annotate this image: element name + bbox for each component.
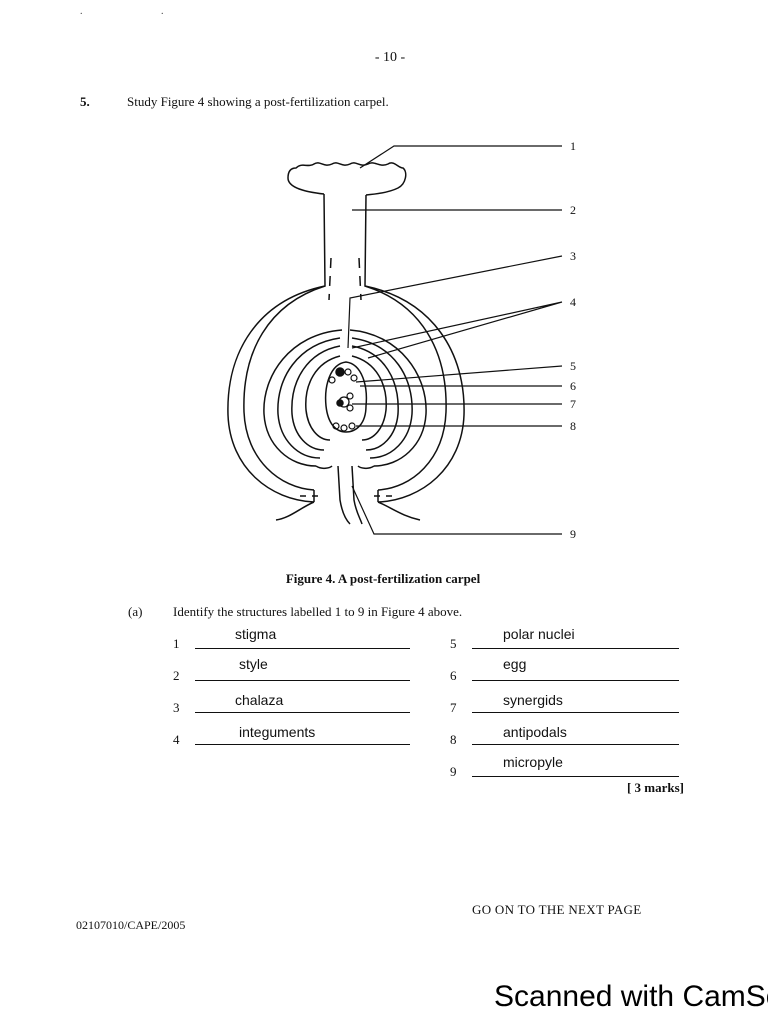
mid-integument xyxy=(277,337,413,459)
scan-specks: . . xyxy=(80,6,202,17)
figure-label-9: 9 xyxy=(570,527,576,541)
part-a-label: (a) xyxy=(128,604,143,619)
page-number: - 10 - xyxy=(374,50,406,65)
carpel-diagram: 1 2 3 4 5 6 7 8 9 xyxy=(227,139,576,541)
question-number: 5. xyxy=(80,94,90,109)
part-a-question: Identify the structures labelled 1 to 9 … xyxy=(173,604,463,619)
stigma-shape xyxy=(287,162,407,196)
micropyle-gap xyxy=(315,465,375,470)
figure-label-7: 7 xyxy=(570,397,576,411)
answer-line xyxy=(195,648,410,649)
figure-labels: 1 2 3 4 5 6 7 8 9 xyxy=(570,139,576,541)
style-inner-dashes xyxy=(328,257,362,301)
answer-number: 7 xyxy=(450,700,457,715)
answer-line xyxy=(195,744,410,745)
answer-line xyxy=(472,712,679,713)
answer-line xyxy=(472,648,679,649)
answer-line xyxy=(472,680,679,681)
answer-text[interactable]: egg xyxy=(503,656,527,672)
antipodal-cell xyxy=(332,422,340,430)
answer-text[interactable]: integuments xyxy=(239,724,316,740)
answer-line xyxy=(472,776,679,777)
style-right-wall xyxy=(364,194,465,503)
style-left-wall xyxy=(227,193,326,503)
ovary-inner-wall-right xyxy=(364,285,447,491)
answer-text[interactable]: synergids xyxy=(503,692,563,708)
answer-line xyxy=(472,744,679,745)
nucellus xyxy=(305,355,387,441)
figure-label-5: 5 xyxy=(570,359,576,373)
figure-label-3: 3 xyxy=(570,249,576,263)
figure-label-2: 2 xyxy=(570,203,576,217)
marks-label: [ 3 marks] xyxy=(626,780,684,795)
answer-number: 3 xyxy=(173,700,180,715)
answer-number: 5 xyxy=(450,636,457,651)
outer-integument xyxy=(263,329,427,467)
answer-number: 9 xyxy=(450,764,457,779)
answer-number: 2 xyxy=(173,668,180,683)
figure-label-8: 8 xyxy=(570,419,576,433)
receptacle-right xyxy=(377,490,421,521)
next-page-note: GO ON TO THE NEXT PAGE xyxy=(472,902,642,917)
answer-text[interactable]: antipodals xyxy=(503,724,567,740)
figure-label-4: 4 xyxy=(570,295,576,309)
answer-text[interactable]: style xyxy=(239,656,268,672)
embryo-sac xyxy=(324,361,368,433)
answer-line xyxy=(195,680,410,681)
answer-text[interactable]: chalaza xyxy=(235,692,284,708)
answer-number: 8 xyxy=(450,732,457,747)
inner-integument xyxy=(291,345,399,451)
ovary-inner-wall xyxy=(243,285,326,491)
figure-caption: Figure 4. A post-fertilization carpel xyxy=(285,571,481,586)
answer-number: 1 xyxy=(173,636,180,651)
leader-lines xyxy=(347,145,563,535)
exam-code: 02107010/CAPE/2005 xyxy=(76,918,186,932)
answer-number: 6 xyxy=(450,668,457,683)
answer-text[interactable]: stigma xyxy=(235,626,277,642)
synergid-cell xyxy=(335,367,345,377)
answer-line xyxy=(195,712,410,713)
answer-text[interactable]: micropyle xyxy=(503,754,563,770)
funicle xyxy=(337,465,363,525)
question-text: Study Figure 4 showing a post-fertilizat… xyxy=(127,94,389,109)
answer-number: 4 xyxy=(173,732,180,747)
scanner-watermark: Scanned with CamSc xyxy=(494,980,768,1013)
answer-text[interactable]: polar nuclei xyxy=(503,626,575,642)
figure-label-1: 1 xyxy=(570,139,576,153)
figure-label-6: 6 xyxy=(570,379,576,393)
